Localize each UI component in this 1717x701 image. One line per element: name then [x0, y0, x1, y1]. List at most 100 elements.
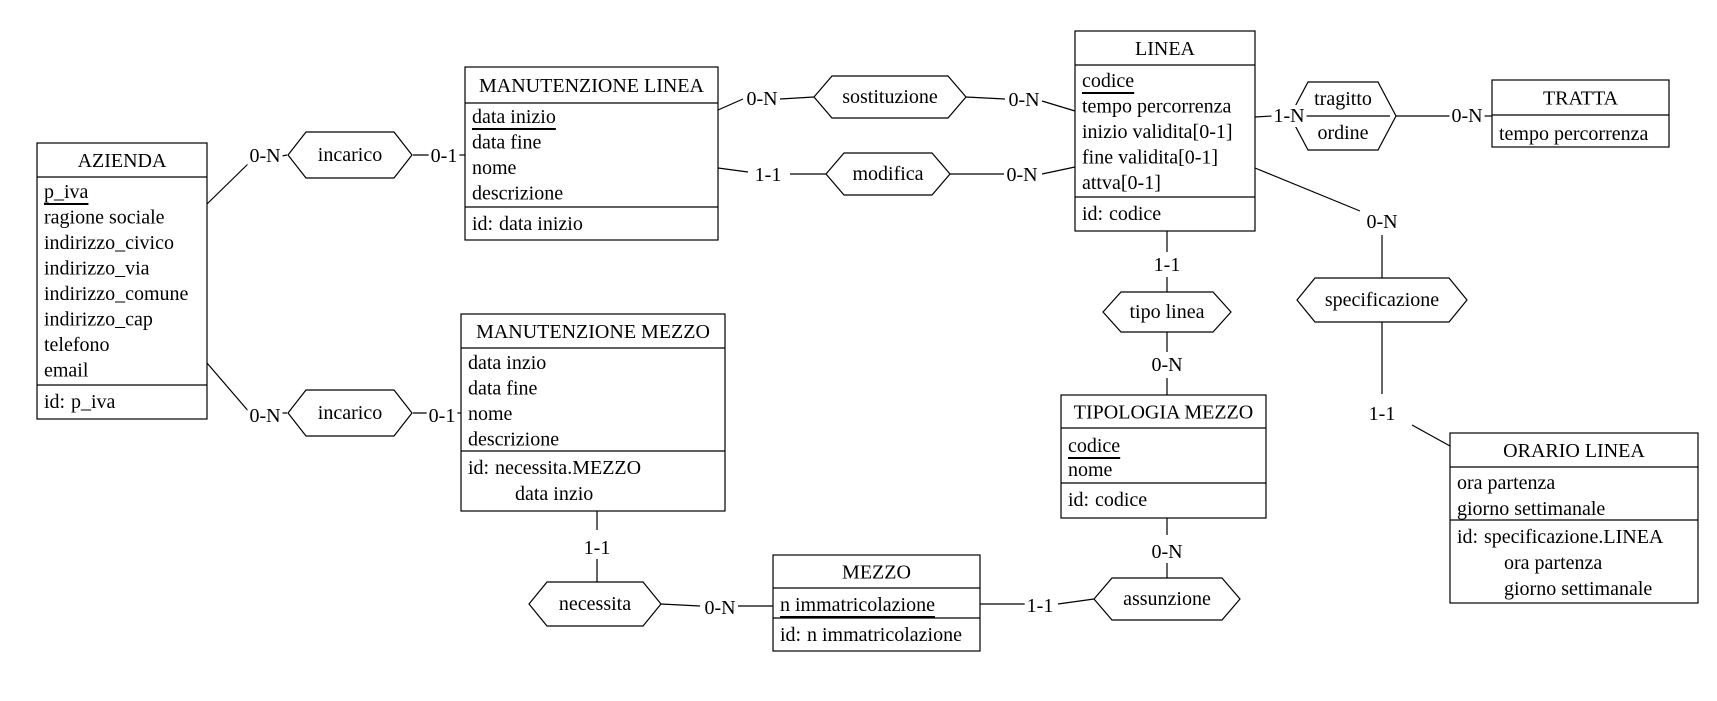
- entity-attribute: telefono: [44, 334, 110, 356]
- connector-line-11: [965, 96, 1006, 100]
- entity-attribute: codice: [1082, 70, 1134, 92]
- cardinality-label: 0-1: [431, 145, 458, 167]
- relationship-assunzione[interactable]: assunzione: [1093, 577, 1241, 621]
- relationship-label: incarico: [318, 144, 382, 166]
- relationship-attribute: ordine: [1317, 122, 1368, 144]
- entity-id-prefix: id:: [780, 624, 801, 646]
- cardinality-backdrop: [1151, 254, 1183, 276]
- cardinality-backdrop: [247, 405, 283, 427]
- entity-identifier: necessita.MEZZO: [495, 457, 641, 479]
- entity-id-prefix: id:: [1457, 526, 1478, 548]
- cardinality-backdrop: [702, 597, 738, 619]
- entity-attribute: indirizzo_civico: [44, 232, 174, 254]
- entity-attribute: email: [44, 360, 89, 382]
- entity-attribute: nome: [1068, 459, 1113, 481]
- relationship-label: incarico: [318, 402, 382, 424]
- cardinality-label: 1-N: [1273, 105, 1304, 127]
- entity-identifier: specificazione.LINEA: [1484, 526, 1664, 548]
- cardinality-label: 0-N: [1366, 211, 1397, 233]
- entity-attribute: tempo percorrenza: [1082, 96, 1231, 118]
- entity-identifier: giorno settimanale: [1504, 578, 1652, 600]
- entity-attribute: ragione sociale: [44, 207, 165, 229]
- entity-id-prefix: id:: [44, 391, 65, 413]
- connector-line-12: [1041, 100, 1076, 112]
- cardinality-label: 0-N: [1451, 105, 1482, 127]
- connector-line-1: [206, 161, 251, 205]
- entity-box: [1060, 394, 1267, 519]
- entity-box: [1449, 432, 1699, 604]
- relationship-tipo-linea[interactable]: tipo linea: [1102, 291, 1232, 333]
- entity-identifier: n immatricolazione: [807, 624, 962, 646]
- relationship-shape: [528, 581, 662, 627]
- entity-title: LINEA: [1135, 38, 1196, 60]
- relationship-specificazione[interactable]: specificazione: [1296, 277, 1468, 323]
- entity-box: [1491, 79, 1670, 148]
- cardinality-label: 1-1: [1369, 403, 1396, 425]
- cardinality-label: 0-N: [249, 405, 280, 427]
- relationship-incarico-1[interactable]: incarico: [287, 131, 413, 179]
- entity-identifier: codice: [1109, 203, 1161, 225]
- connector-line-16: [1041, 166, 1076, 175]
- relationship-label: sostituzione: [842, 86, 938, 108]
- entity-title: MANUTENZIONE LINEA: [479, 75, 705, 97]
- relationship-sostituzione[interactable]: sostituzione: [813, 75, 967, 119]
- entity-orario-linea[interactable]: ORARIO LINEA ora partenza giorno settimana…: [1449, 432, 1699, 604]
- relationship-necessita[interactable]: necessita: [528, 581, 662, 627]
- entity-title: ORARIO LINEA: [1503, 440, 1645, 462]
- entity-title: AZIENDA: [78, 150, 167, 172]
- relationship-shape: [813, 75, 967, 119]
- entity-box: [460, 313, 726, 512]
- cardinality-label: 0-N: [1151, 541, 1182, 563]
- cardinality-label: 0-N: [1008, 89, 1039, 111]
- connector-line-5: [206, 362, 251, 414]
- cardinality-label: 0-N: [1151, 354, 1182, 376]
- connector-line-24: [1411, 424, 1451, 447]
- cardinality-backdrop: [428, 145, 460, 167]
- connector-line-35: [660, 603, 701, 607]
- cardinality-backdrop: [744, 88, 780, 110]
- connector-line-9: [717, 98, 744, 111]
- entity-box: [772, 554, 981, 652]
- entity-identifier: codice: [1095, 489, 1147, 511]
- entity-attribute: n immatricolazione: [780, 594, 935, 616]
- relationship-shape: [825, 152, 951, 196]
- relationship-modifica[interactable]: modifica: [825, 152, 951, 196]
- relationship-shape: [287, 131, 413, 179]
- connector-line-21: [1254, 167, 1361, 212]
- cardinality-label: 0-N: [1006, 164, 1037, 186]
- entity-attribute: data inizio: [472, 106, 556, 128]
- cardinality-backdrop: [1149, 541, 1185, 563]
- entity-attribute: data fine: [468, 378, 538, 400]
- cardinality-backdrop: [752, 164, 784, 186]
- entity-attribute: attva[0-1]: [1082, 172, 1161, 194]
- entity-attribute: descrizione: [472, 183, 563, 205]
- entity-identifier: data inzio: [515, 483, 593, 505]
- entity-attribute: inizio validita[0-1]: [1082, 121, 1233, 143]
- entity-attribute: ora partenza: [1457, 472, 1555, 494]
- relationship-label: assunzione: [1123, 588, 1211, 610]
- cardinality-backdrop: [1271, 105, 1307, 127]
- entity-box: [464, 66, 719, 241]
- entity-attribute: data inzio: [468, 352, 546, 374]
- entity-box: [1074, 30, 1256, 232]
- entity-attribute: indirizzo_comune: [44, 283, 189, 305]
- entity-id-prefix: id:: [1068, 489, 1089, 511]
- connector-line-10: [779, 96, 815, 100]
- relationship-incarico-2[interactable]: incarico: [287, 389, 413, 437]
- cardinality-backdrop: [1004, 164, 1040, 186]
- entity-identifier: ora partenza: [1504, 552, 1602, 574]
- entity-attribute: fine validita[0-1]: [1082, 147, 1218, 169]
- entity-attribute: data fine: [472, 132, 542, 154]
- cardinality-backdrop: [1024, 595, 1056, 617]
- connector-line-17: [1254, 115, 1273, 118]
